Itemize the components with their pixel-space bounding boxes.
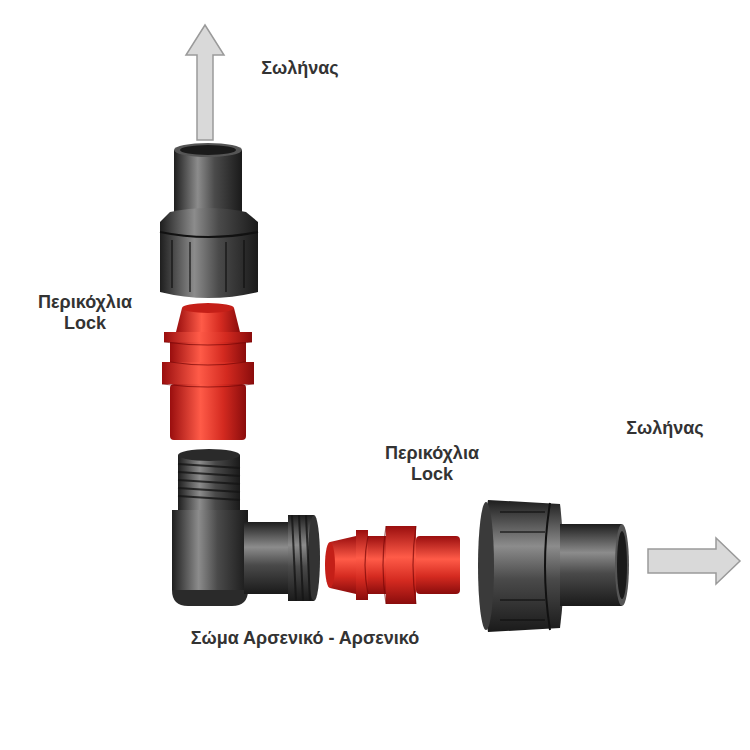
part-label: Περικόχλια Lock [20,292,150,334]
pipe-label: Σωλήνας [605,418,725,439]
direction-arrow [648,538,740,584]
part-label: Περικόχλια Lock [367,443,497,485]
direction-arrow [186,25,224,140]
elbow-body [172,449,320,606]
red-insert [325,526,460,604]
pipe-label: Σωλήνας [240,58,360,79]
lock-nut [478,500,629,632]
red-insert [162,303,254,440]
part-label: Σώμα Αρσενικό - Αρσενικό [160,628,450,649]
lock-nut [160,143,258,298]
